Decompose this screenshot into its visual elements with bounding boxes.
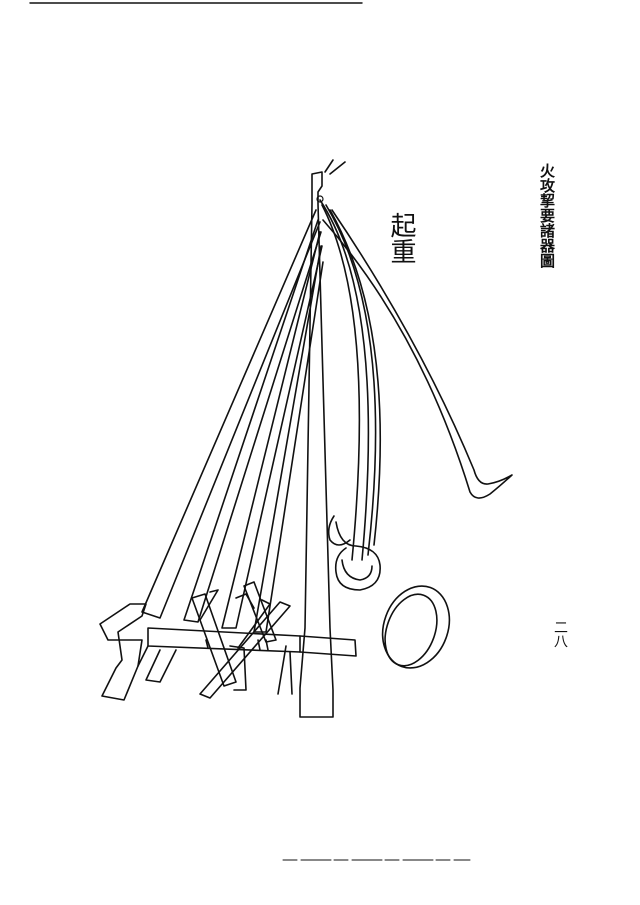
support-poles (141, 209, 324, 633)
margin-header: 火攻挈要諸器圖 (538, 163, 556, 268)
base-frame (99, 603, 357, 701)
boom-strap (322, 209, 513, 499)
illustration-title: 起重 (386, 212, 416, 264)
windlass-spokes (191, 581, 291, 699)
round-weight (381, 585, 451, 669)
hoist-ropes (319, 199, 382, 591)
mast-pole (299, 159, 346, 718)
page-number: 二八 (552, 620, 568, 648)
